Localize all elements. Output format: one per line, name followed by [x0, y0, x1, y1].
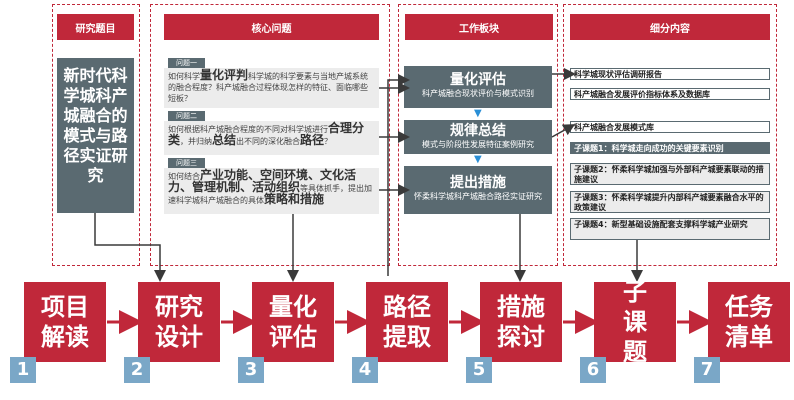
step-box: 路径提取: [366, 282, 448, 362]
step-number: 5: [466, 357, 492, 383]
topic-column-frame: [52, 4, 140, 266]
work-block: 量化评估 科产城融合现状评价与模式识别: [404, 66, 552, 108]
topic-header: 研究题目: [57, 14, 134, 40]
step-box: 措施探讨: [480, 282, 562, 362]
question-tag: 问题二: [168, 111, 205, 121]
detail-item: 子课题4：新型基础设施配套支撑科学城产业研究: [570, 218, 770, 240]
detail-item: 子课题2：怀柔科学城加强与外部科产城要素联动的措施建议: [570, 163, 770, 185]
down-arrow-icon: ▼: [474, 154, 482, 165]
question-text: 如何结合产业功能、空间环境、文化活力、管理机制、活动组织等具体抓手，提出加速科学…: [164, 168, 379, 214]
core-column-frame: [150, 4, 390, 266]
step-number: 1: [10, 357, 36, 383]
work-sub: 科产城融合现状评价与模式识别: [422, 89, 534, 98]
question-tag: 问题一: [168, 58, 205, 68]
step-box: 研究设计: [138, 282, 220, 362]
work-block: 提出措施 怀柔科学城科产城融合路径实证研究: [404, 166, 552, 214]
question-text: 如何科学量化评判科学城的科学要素与当地产城系统的融合程度？科产城融合过程体现怎样…: [164, 68, 379, 108]
work-header: 工作板块: [405, 14, 553, 40]
detail-item: 子课题3：怀柔科学城提升内部科产城要素融合水平的政策建议: [570, 191, 770, 213]
core-header: 核心问题: [164, 14, 379, 40]
step-number: 4: [352, 357, 378, 383]
step-box: 任务清单: [708, 282, 790, 362]
step-number: 6: [580, 357, 606, 383]
step-number: 7: [694, 357, 720, 383]
question-tag: 问题三: [168, 158, 205, 168]
work-sub: 模式与阶段性发展特征案例研究: [422, 140, 534, 149]
work-title: 量化评估: [450, 72, 506, 88]
work-sub: 怀柔科学城科产城融合路径实证研究: [414, 192, 542, 201]
step-box: 项目解读: [24, 282, 106, 362]
detail-item: 科产城融合发展模式库: [570, 121, 770, 133]
work-block: 规律总结 模式与阶段性发展特征案例研究: [404, 120, 552, 154]
down-arrow-icon: ▼: [474, 108, 482, 119]
detail-item: 科产城融合发展评价指标体系及数据库: [570, 88, 770, 100]
detail-header: 细分内容: [570, 14, 770, 40]
step-box: 子课题: [594, 278, 676, 366]
step-box: 量化评估: [252, 282, 334, 362]
step-number: 2: [124, 357, 150, 383]
question-text: 如何根据科产城融合程度的不同对科学城进行合理分类，并归纳总结出不同的深化融合路径…: [164, 121, 379, 155]
detail-item: 子课题1：科学城走向成功的关键要素识别: [570, 142, 770, 154]
research-topic: 新时代科学城科产城融合的模式与路径实证研究: [57, 58, 134, 213]
step-number: 3: [238, 357, 264, 383]
work-title: 提出措施: [450, 175, 506, 191]
work-title: 规律总结: [450, 123, 506, 139]
